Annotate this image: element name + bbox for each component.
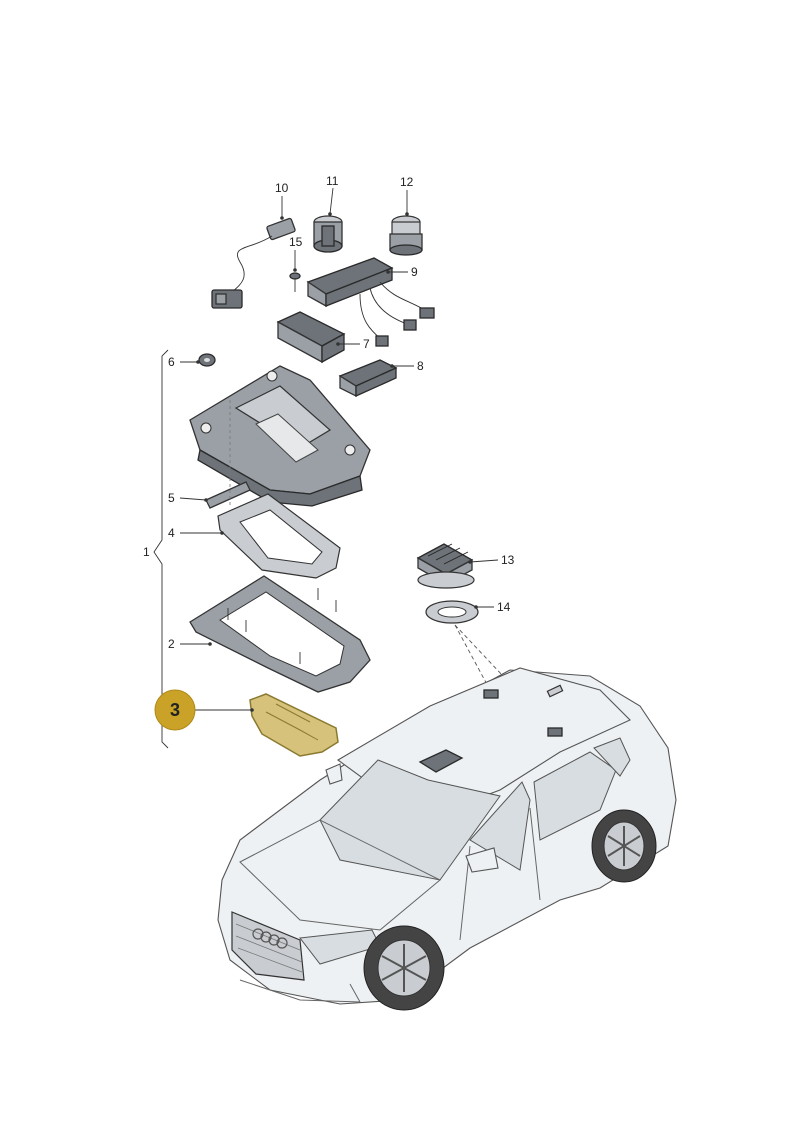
group-1-bracket bbox=[153, 349, 169, 749]
car-illustration bbox=[217, 667, 677, 1011]
callout-8: 8 bbox=[417, 359, 424, 373]
callout-11: 11 bbox=[326, 174, 339, 188]
callout-6: 6 bbox=[168, 355, 175, 369]
highlight-badge-3[interactable]: 3 bbox=[154, 689, 196, 731]
roof-console-housing[interactable] bbox=[189, 365, 371, 507]
callout-9: 9 bbox=[411, 265, 418, 279]
part-7-bracket[interactable] bbox=[276, 311, 346, 364]
part-12-lamp[interactable] bbox=[389, 215, 423, 256]
part-9-module[interactable] bbox=[306, 257, 435, 347]
callout-13: 13 bbox=[501, 553, 515, 567]
callout-10: 10 bbox=[275, 181, 289, 195]
part-10-cable[interactable] bbox=[211, 217, 296, 309]
part-15-screw[interactable] bbox=[289, 272, 301, 292]
part-5-strip[interactable] bbox=[205, 481, 251, 509]
callout-3: 3 bbox=[170, 700, 180, 720]
callout-15: 15 bbox=[289, 235, 303, 249]
callout-14: 14 bbox=[497, 600, 511, 614]
callout-4: 4 bbox=[168, 526, 175, 540]
part-14-ring[interactable] bbox=[425, 600, 479, 624]
callout-2: 2 bbox=[168, 637, 175, 651]
callout-1: 1 bbox=[143, 545, 150, 559]
part-11-lamp[interactable] bbox=[313, 215, 343, 253]
callout-12: 12 bbox=[400, 175, 414, 189]
part-13-sensor[interactable] bbox=[416, 543, 475, 589]
part-6-clip[interactable] bbox=[198, 353, 216, 367]
callout-7: 7 bbox=[363, 337, 370, 351]
callout-5: 5 bbox=[168, 491, 175, 505]
part-4-gasket[interactable] bbox=[217, 493, 341, 579]
part-3-cover-highlighted[interactable] bbox=[249, 693, 339, 757]
part-2-frame[interactable] bbox=[189, 575, 371, 693]
part-8-switch[interactable] bbox=[338, 359, 398, 398]
leader-lines bbox=[179, 187, 499, 712]
